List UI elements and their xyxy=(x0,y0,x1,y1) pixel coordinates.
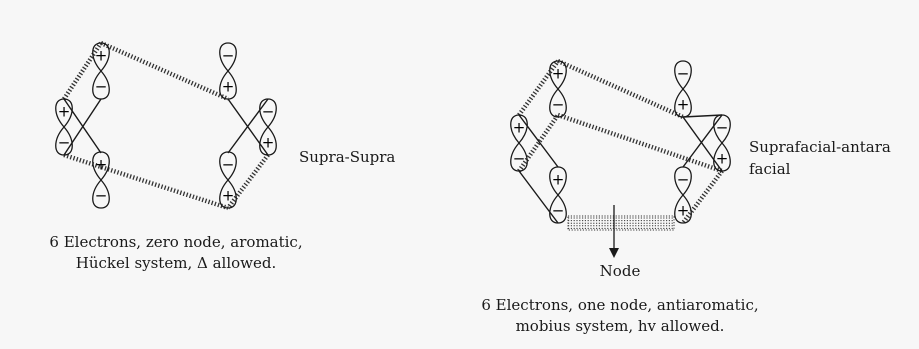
right-caption-line-1: 6 Electrons, one node, antiaromatic, xyxy=(481,296,759,314)
orbital-right-6: −+ xyxy=(674,166,692,224)
suprafacial-antarafacial-label-line-2: facial xyxy=(749,160,791,178)
svg-text:−: − xyxy=(677,64,690,82)
left-caption-line-2: Hückel system, Δ allowed. xyxy=(75,254,277,272)
orbital-left-4: −+ xyxy=(219,42,237,100)
suprafacial-antarafacial-label-line-1: Suprafacial-antara xyxy=(749,138,891,156)
svg-text:+: + xyxy=(513,118,526,136)
node-label: Node xyxy=(599,262,641,280)
bond-solid-r-a-c xyxy=(518,114,559,168)
left-caption-line-1: 6 Electrons, zero node, aromatic, xyxy=(49,233,303,251)
svg-text:+: + xyxy=(716,150,729,168)
svg-text:+: + xyxy=(552,170,565,188)
right-caption-line-2: mobius system, hv allowed. xyxy=(515,317,725,335)
bond-solid-a-b xyxy=(63,98,102,156)
supra-supra-label: Supra-Supra xyxy=(299,148,396,166)
bond-solid-r-d-e xyxy=(682,116,723,172)
svg-text:−: − xyxy=(262,102,275,120)
svg-text:+: + xyxy=(262,134,275,152)
svg-text:+: + xyxy=(222,78,235,96)
svg-text:+: + xyxy=(95,155,108,173)
bond-dotted-b-top-d xyxy=(100,40,229,102)
svg-text:+: + xyxy=(58,102,71,120)
orbital-right-1: +− xyxy=(510,114,528,172)
svg-text:+: + xyxy=(222,187,235,205)
orbital-right-4: −+ xyxy=(674,60,692,118)
orbital-left-6: −+ xyxy=(219,151,237,209)
svg-text:−: − xyxy=(552,96,565,114)
svg-text:−: − xyxy=(552,202,565,220)
bond-dotted-r-e-f xyxy=(681,169,724,225)
svg-text:+: + xyxy=(552,64,565,82)
svg-text:+: + xyxy=(677,96,690,114)
orbital-left-3: +− xyxy=(92,151,110,209)
svg-text:−: − xyxy=(716,118,729,136)
bond-solid-f-e xyxy=(227,98,269,154)
orbital-left-1: +− xyxy=(55,98,73,156)
node-arrow-head xyxy=(609,248,619,258)
orbital-right-5: −+ xyxy=(713,114,731,172)
svg-text:−: − xyxy=(677,170,690,188)
svg-text:−: − xyxy=(95,187,108,205)
bond-solid-r-a-c2 xyxy=(518,170,559,224)
svg-text:+: + xyxy=(95,46,108,64)
orbital-left-5: −+ xyxy=(259,98,277,156)
orbital-right-3: +− xyxy=(549,166,567,224)
orbital-left-2: +− xyxy=(92,42,110,100)
bond-dotted-r-b-d xyxy=(557,58,684,120)
bond-dotted-a-bottom-f xyxy=(63,152,229,211)
svg-text:−: − xyxy=(95,78,108,96)
bond-solid-r-d-e-top xyxy=(682,114,723,118)
svg-text:+: + xyxy=(677,202,690,220)
svg-text:−: − xyxy=(58,134,71,152)
bond-dotted-r-b-e xyxy=(557,112,723,174)
bond-dotted-e-bottom-f xyxy=(226,153,270,210)
bond-dotted-r-a-b xyxy=(517,59,560,117)
bond-dotted-r-a-b2 xyxy=(517,113,560,173)
bond-solid-r-f-e xyxy=(682,114,723,168)
orbital-right-2: +− xyxy=(549,60,567,118)
svg-text:−: − xyxy=(513,150,526,168)
svg-text:−: − xyxy=(222,46,235,64)
svg-text:−: − xyxy=(222,155,235,173)
bond-dotted-a-top-b-top xyxy=(62,41,103,101)
